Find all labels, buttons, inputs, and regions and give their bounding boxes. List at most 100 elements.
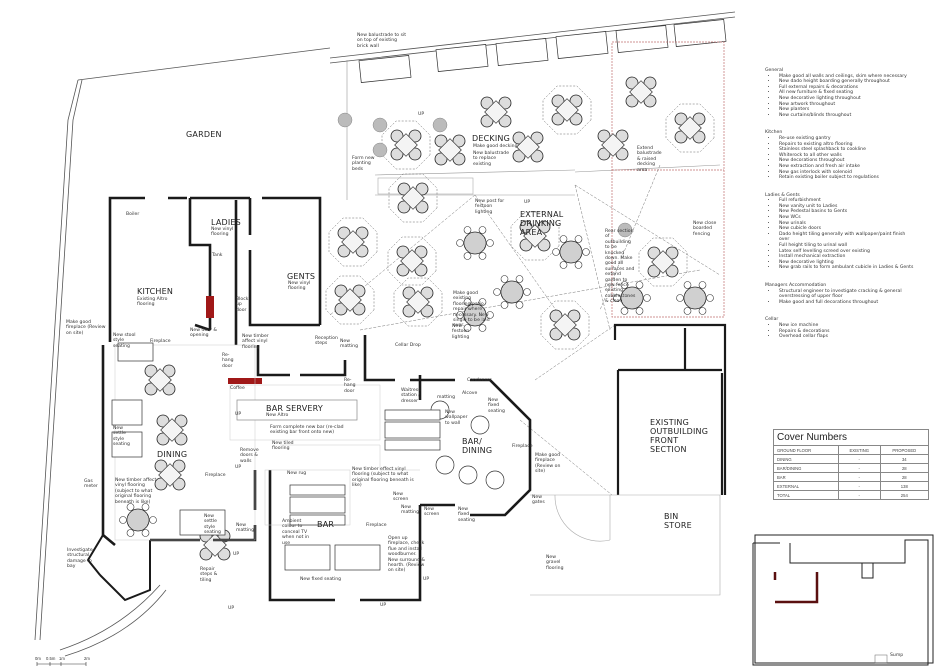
notes-list: New ice machineRepairs & decorationsOver… <box>765 323 915 340</box>
square-table-group <box>597 129 629 161</box>
note-woodburner: Open up fireplace, check flue and instal… <box>388 536 425 574</box>
table-top <box>555 98 579 122</box>
chair <box>512 131 526 145</box>
bin-store-label: BIN STORE <box>664 512 692 530</box>
chair <box>334 284 348 298</box>
notes-heading: Kitchen <box>765 130 783 136</box>
chair <box>615 129 629 143</box>
stool <box>552 248 560 256</box>
chair <box>352 302 366 316</box>
row-existing: - <box>837 481 881 491</box>
chair <box>434 152 448 166</box>
new-wall-coffee <box>228 378 262 384</box>
chair <box>615 147 629 161</box>
note-fencing: New close boarded fencing <box>693 221 717 237</box>
chair <box>144 364 158 378</box>
note-extend-balustrade: Extend balustrade & raised decking area <box>637 146 662 173</box>
note-block-door: Block up door <box>236 297 249 313</box>
umbrella-table-group <box>393 277 443 327</box>
chair <box>334 302 348 316</box>
chair <box>390 129 404 143</box>
chair <box>174 432 188 446</box>
external-drinking-label: EXTERNAL DRINKING AREA <box>520 210 564 237</box>
round-table-group <box>456 226 494 260</box>
basement-inset-plan <box>752 534 934 666</box>
chair <box>355 226 369 240</box>
notes-heading: Ladies & Gents <box>765 192 800 198</box>
cover-numbers-table: Cover Numbers GROUND FLOOR EXISTING PROP… <box>773 429 930 500</box>
ladies-note: New vinyl flooring <box>211 227 234 238</box>
stool <box>141 529 150 537</box>
scale-label-2: 2m <box>84 656 90 661</box>
notes-list: Structural engineer to investigate crack… <box>765 289 915 306</box>
bar-dining-label: BAR/ DINING <box>462 437 493 455</box>
festoon-lighting-lines <box>329 164 721 496</box>
dining-table <box>458 465 478 485</box>
planter <box>372 142 388 158</box>
notes-heading: Cellar <box>765 317 779 323</box>
table-top <box>678 116 702 140</box>
notes-item: New decorations throughout <box>777 158 915 164</box>
chair <box>217 547 231 561</box>
scale-label-0: 0m <box>35 656 41 661</box>
stool <box>635 281 644 289</box>
stool <box>523 288 531 296</box>
square-table-group <box>156 414 188 446</box>
row-label: BAR <box>773 472 839 482</box>
table-top <box>629 80 653 104</box>
table-top <box>523 224 547 248</box>
square-table-group <box>625 76 657 108</box>
umbrella-table-group <box>387 236 437 286</box>
row-label: BAR/DINING <box>773 463 839 473</box>
chair <box>396 245 410 259</box>
up-arrow-label: UP <box>423 577 430 582</box>
table-row: DINING-34 <box>773 454 930 464</box>
row-proposed: 28 <box>879 463 930 473</box>
raised-decking-boundary <box>611 41 725 318</box>
bar-servery-note: New Altro <box>266 413 289 418</box>
stool <box>493 288 501 296</box>
chair <box>172 477 186 491</box>
stool <box>515 301 524 309</box>
chair <box>692 112 706 126</box>
chair <box>530 131 544 145</box>
notes-item: New ice machine <box>777 323 915 329</box>
table-top <box>406 290 430 314</box>
note-rug: New rug <box>287 471 307 476</box>
table-top <box>601 133 625 157</box>
notes-group: Ladies & GentsFull refurbishmentNew vani… <box>765 193 915 271</box>
garden-label: GARDEN <box>186 130 222 139</box>
chair <box>402 286 416 300</box>
round-table-group <box>676 281 714 315</box>
chair <box>498 96 512 110</box>
stool <box>500 301 509 309</box>
gents-note: New vinyl flooring <box>288 281 311 292</box>
umbrella-table-group <box>325 275 375 325</box>
table-top <box>401 186 425 210</box>
chair <box>337 226 351 240</box>
stool <box>574 235 583 243</box>
stool <box>683 307 692 315</box>
stool <box>698 281 707 289</box>
row-proposed: 138 <box>879 481 930 491</box>
umbrella-table-group <box>381 120 431 170</box>
bar-label: BAR <box>317 520 335 529</box>
table-top <box>484 100 508 124</box>
planter <box>337 112 353 128</box>
stool <box>515 275 524 283</box>
table-top <box>553 313 577 337</box>
chair <box>665 264 679 278</box>
note-fireplace-review-2: Make good fireplace (Review on site) <box>535 453 561 475</box>
notes-item: New urinals <box>777 221 915 227</box>
table-top <box>338 288 362 312</box>
row-proposed: 28 <box>879 472 930 482</box>
stool <box>126 529 135 537</box>
stool <box>149 516 157 524</box>
chair <box>567 309 581 323</box>
cover-numbers-title: Cover Numbers <box>773 429 929 446</box>
table-top <box>516 135 540 159</box>
bay-window <box>86 534 151 602</box>
note-tiled: New tiled flooring <box>272 441 294 452</box>
chair <box>434 134 448 148</box>
